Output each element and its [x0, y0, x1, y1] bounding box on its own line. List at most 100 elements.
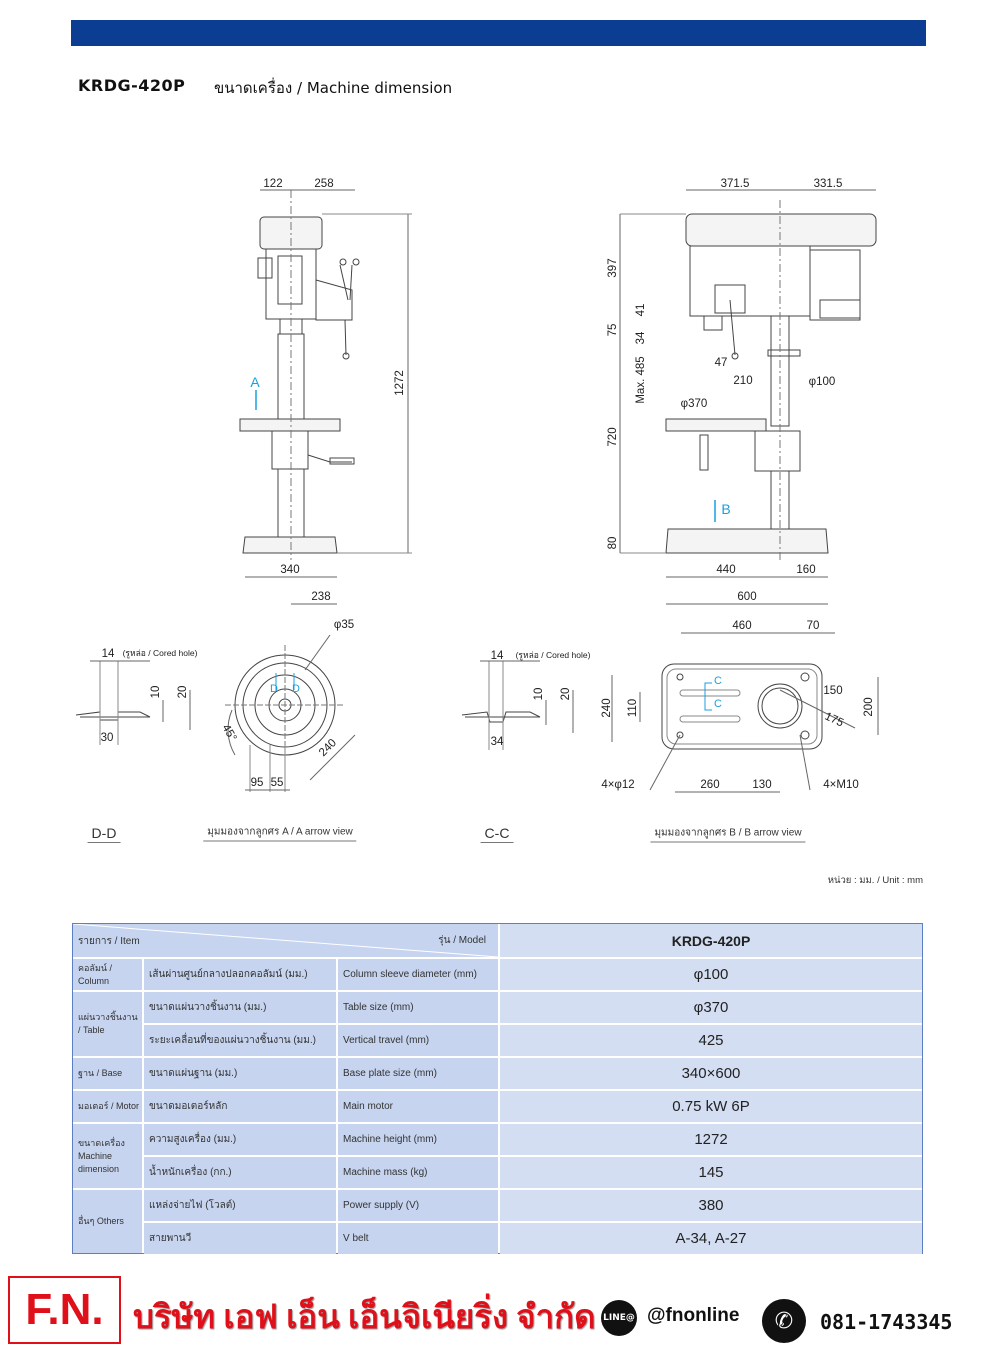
dim-label: 331.5: [813, 178, 843, 190]
dim-label: 122: [263, 178, 283, 190]
dim-label: 460: [732, 620, 752, 632]
row-value: 1272: [500, 1124, 922, 1155]
section-caption-dd: D-D: [87, 825, 121, 843]
dim-label: 4×φ12: [601, 779, 635, 791]
dim-label: 70: [806, 620, 820, 632]
row-label-english: Column sleeve diameter (mm): [338, 959, 498, 990]
dim-label: 397: [607, 258, 619, 278]
dim-label: 160: [796, 564, 816, 576]
row-label-thai: ความสูงเครื่อง (มม.): [144, 1124, 336, 1155]
row-value: φ370: [500, 992, 922, 1023]
dim-label: 1272: [394, 370, 406, 396]
row-label-english: Machine height (mm): [338, 1124, 498, 1155]
b-arrow-view-drawing: [611, 632, 879, 793]
row-value: 0.75 kW 6P: [500, 1091, 922, 1122]
dim-label: φ370: [680, 398, 708, 410]
dim-label: φ35: [333, 619, 355, 631]
dim-label: 600: [737, 591, 757, 603]
header-diagonal: [73, 924, 498, 957]
dim-label: 41: [635, 303, 647, 317]
dim-label: 30: [100, 732, 114, 744]
line-id-link[interactable]: @fnonline: [647, 1305, 740, 1326]
dim-label: 55: [270, 777, 284, 789]
section-caption-cc: C-C: [480, 825, 514, 843]
dim-label: 130: [752, 779, 772, 791]
cc-section-drawing: [461, 660, 574, 750]
dim-label: 258: [314, 178, 334, 190]
dim-label: 20: [560, 687, 572, 701]
front-view-drawing: [239, 189, 412, 605]
row-label-thai: น้ำหนักเครื่อง (กก.): [144, 1157, 336, 1188]
dim-label: 240: [601, 698, 613, 718]
section-marker-c: C: [714, 698, 722, 710]
dim-label: 440: [716, 564, 736, 576]
row-label-english: Power supply (V): [338, 1190, 498, 1221]
dim-label: 10: [150, 685, 162, 699]
section-marker-d: D: [292, 683, 300, 695]
view-caption-b: มุมมองจากลูกศร B / B arrow view: [650, 826, 806, 843]
category-motor: มอเตอร์ / Motor: [73, 1091, 142, 1122]
row-label-thai: ระยะเคลื่อนที่ของแผ่นวางชิ้นงาน (มม.): [144, 1025, 336, 1056]
row-value: 145: [500, 1157, 922, 1188]
table-header-model: KRDG-420P: [500, 924, 922, 957]
row-label-english: Main motor: [338, 1091, 498, 1122]
dim-label: 4×M10: [823, 779, 859, 791]
dim-label: 34: [490, 736, 504, 748]
cored-hole-note: (รูหล่อ / Cored hole): [515, 650, 591, 660]
row-label-english: Base plate size (mm): [338, 1058, 498, 1089]
table-header-model-label: รุ่น / Model: [438, 935, 486, 946]
phone-icon: ✆: [762, 1299, 806, 1343]
category-others: อื่นๆ Others: [73, 1190, 142, 1253]
section-marker-d: D: [270, 683, 278, 695]
header-bar: [71, 20, 926, 46]
row-label-thai: สายพานวี: [144, 1223, 336, 1254]
row-value: 380: [500, 1190, 922, 1221]
row-value: φ100: [500, 959, 922, 990]
dim-label: 14: [490, 650, 504, 662]
spec-table: รายการ / Item รุ่น / Model KRDG-420P คอล…: [72, 923, 923, 1254]
dim-label: 110: [627, 698, 639, 718]
row-label-english: V belt: [338, 1223, 498, 1254]
phone-number[interactable]: 081-1743345: [820, 1310, 953, 1334]
row-label-english: Machine mass (kg): [338, 1157, 498, 1188]
unit-note: หน่วย : มม. / Unit : mm: [827, 875, 923, 886]
dim-label: 34: [635, 331, 647, 345]
section-marker-c: C: [714, 675, 722, 687]
page-title: ขนาดเครื่อง / Machine dimension: [214, 79, 453, 97]
dim-label: 340: [280, 564, 300, 576]
technical-drawings: [75, 189, 879, 793]
row-value: 340×600: [500, 1058, 922, 1089]
dim-label: 20: [177, 685, 189, 699]
dim-label: 95: [250, 777, 264, 789]
view-caption-a: มุมมองจากลูกศร A / A arrow view: [203, 825, 357, 842]
row-label-thai: ขนาดมอเตอร์หลัก: [144, 1091, 336, 1122]
dim-label: 10: [533, 687, 545, 701]
row-value: 425: [500, 1025, 922, 1056]
category-machine-dimension: ขนาดเครื่อง Machine dimension: [73, 1124, 142, 1188]
dim-label: Max. 485: [635, 356, 647, 404]
cored-hole-note: (รูหล่อ / Cored hole): [122, 648, 198, 658]
dim-label: 75: [607, 323, 619, 337]
line-icon: LINE@: [601, 1300, 637, 1336]
side-view-drawing: [619, 189, 877, 605]
dim-label: 150: [823, 685, 843, 697]
fn-logo: F.N.: [8, 1276, 121, 1344]
dim-label: 80: [607, 536, 619, 550]
dim-label: 47: [714, 357, 728, 369]
dim-label: 210: [733, 375, 753, 387]
category-base: ฐาน / Base: [73, 1058, 142, 1089]
dim-label: φ100: [808, 376, 836, 388]
dim-label: 260: [700, 779, 720, 791]
dim-label: 14: [101, 648, 115, 660]
dim-label: 371.5: [720, 178, 750, 190]
dim-label: 720: [607, 427, 619, 447]
row-label-thai: เส้นผ่านศูนย์กลางปลอกคอลัมน์ (มม.): [144, 959, 336, 990]
dim-label: 200: [863, 697, 875, 717]
dd-section-drawing: [75, 660, 191, 745]
category-column: คอลัมน์ / Column: [73, 959, 142, 990]
row-label-english: Table size (mm): [338, 992, 498, 1023]
category-table: แผ่นวางชิ้นงาน / Table: [73, 992, 142, 1056]
model-title: KRDG-420P: [78, 76, 186, 95]
row-label-thai: ขนาดแผ่นวางชิ้นงาน (มม.): [144, 992, 336, 1023]
row-label-thai: ขนาดแผ่นฐาน (มม.): [144, 1058, 336, 1089]
